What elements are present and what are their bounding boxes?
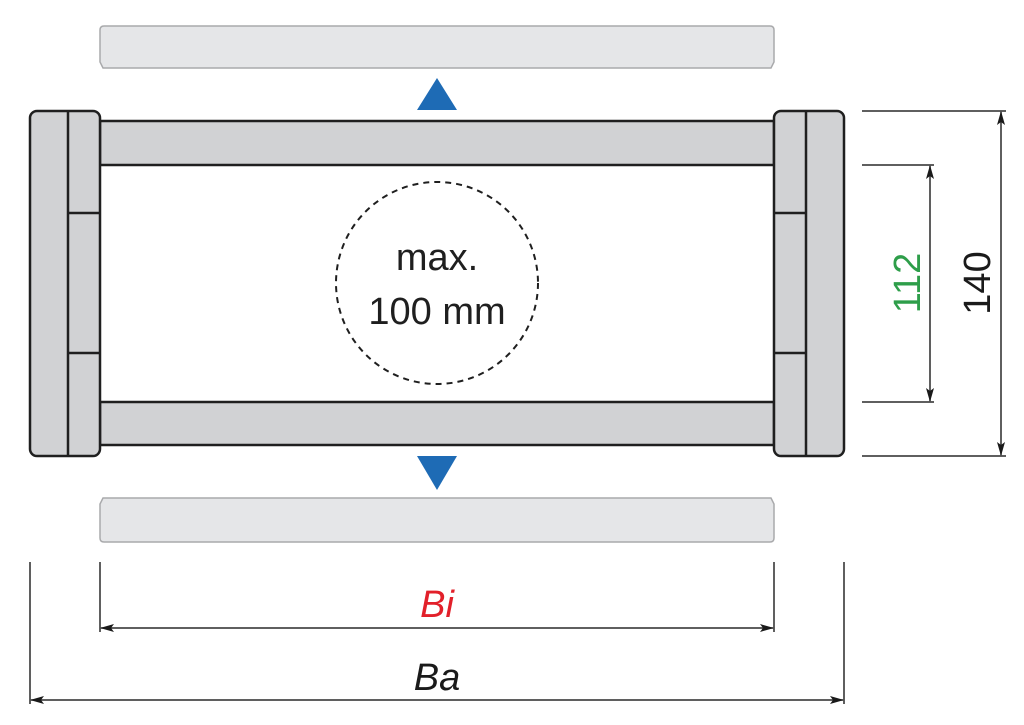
max-diameter-circle bbox=[335, 181, 539, 385]
inner-width-label: Bi bbox=[420, 584, 455, 626]
inner-height-value: 112 bbox=[887, 253, 929, 314]
top-cover-panel bbox=[99, 25, 775, 69]
outer-height-value: 140 bbox=[957, 251, 999, 314]
center-label-line1: max. bbox=[396, 237, 478, 279]
outer-width-dimension bbox=[29, 562, 845, 704]
triangle-down-icon bbox=[417, 456, 457, 490]
right-side-bracket bbox=[772, 109, 846, 458]
outer-height-dimension bbox=[862, 110, 1006, 457]
bottom-crossbar bbox=[98, 400, 776, 447]
left-side-bracket bbox=[28, 109, 102, 458]
inner-height-dimension bbox=[862, 164, 934, 403]
top-crossbar bbox=[98, 119, 776, 167]
center-label-line2: 100 mm bbox=[368, 291, 505, 333]
outer-width-label: Ba bbox=[414, 657, 460, 699]
triangle-up-icon bbox=[417, 78, 457, 110]
bottom-cover-panel bbox=[99, 497, 775, 543]
inner-width-dimension bbox=[99, 562, 775, 632]
